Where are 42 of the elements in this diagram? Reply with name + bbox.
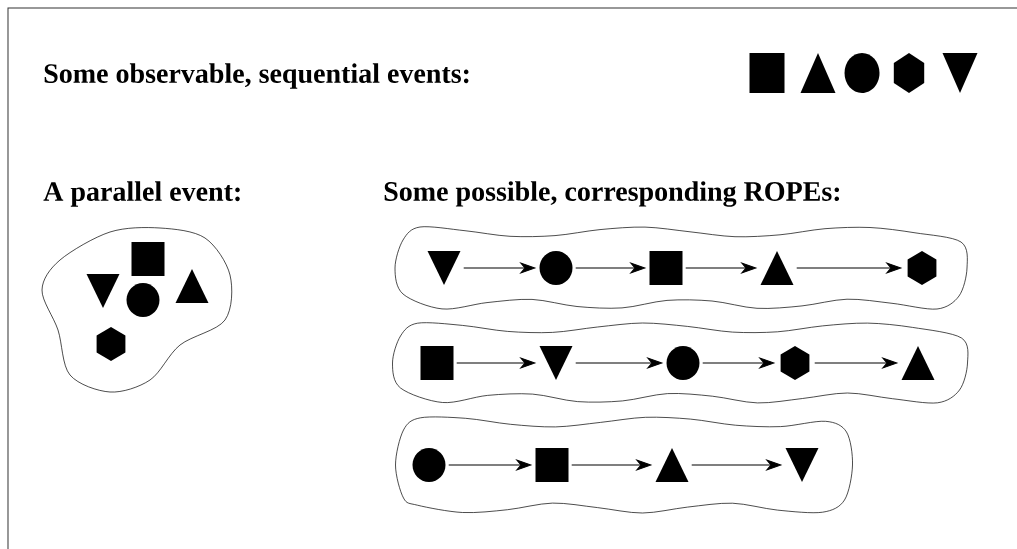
inverted-triangle-symbol xyxy=(539,346,573,380)
hexagon-symbol xyxy=(907,251,937,285)
arrow xyxy=(463,262,536,274)
inverted-triangle-symbol xyxy=(86,274,120,308)
square-symbol xyxy=(649,251,683,285)
circle-symbol xyxy=(539,251,573,285)
arrow xyxy=(575,357,663,369)
arrow xyxy=(448,459,532,471)
rope-outline xyxy=(392,322,969,404)
arrow xyxy=(456,357,536,369)
triangle-symbol xyxy=(655,448,689,482)
triangle-symbol xyxy=(175,269,209,303)
heading: A parallel event: xyxy=(43,181,240,207)
arrow xyxy=(814,357,898,369)
arrow xyxy=(685,262,757,274)
square-symbol xyxy=(749,53,785,93)
inverted-triangle-symbol xyxy=(785,448,819,482)
triangle-symbol xyxy=(901,346,935,380)
inverted-triangle-symbol xyxy=(427,251,461,285)
rope-outline xyxy=(394,226,968,310)
heading: Some possible, corresponding ROPEs: xyxy=(384,181,840,207)
arrow xyxy=(571,459,652,471)
parallel-event-outline xyxy=(41,227,233,393)
square-symbol xyxy=(420,346,454,380)
rope-outline xyxy=(395,416,853,514)
circle-symbol xyxy=(412,448,446,482)
arrow xyxy=(702,357,775,369)
square-symbol xyxy=(131,242,165,276)
arrow xyxy=(796,262,902,274)
hexagon-symbol xyxy=(96,327,126,361)
triangle-symbol xyxy=(800,53,836,93)
arrow xyxy=(691,459,782,471)
inverted-triangle-symbol xyxy=(942,53,978,93)
square-symbol xyxy=(535,448,569,482)
circle-symbol xyxy=(126,283,160,317)
arrow xyxy=(575,262,646,274)
circle-symbol xyxy=(844,53,880,93)
heading: Some observable, sequential events: xyxy=(44,63,469,89)
circle-symbol xyxy=(666,346,700,380)
hexagon-symbol xyxy=(780,346,810,380)
triangle-symbol xyxy=(760,251,794,285)
hexagon-symbol xyxy=(893,53,925,93)
